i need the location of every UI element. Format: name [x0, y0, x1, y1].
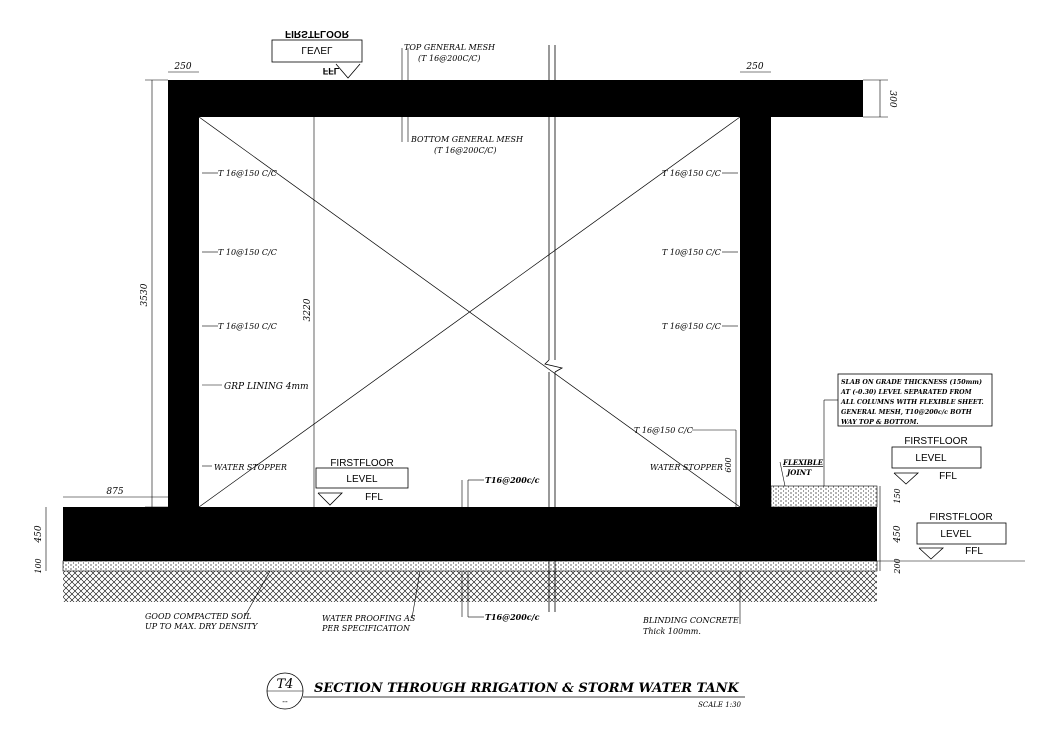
soil-label-2: UP TO MAX. DRY DENSITY	[145, 622, 258, 631]
blinding-label-2: Thick 100mm.	[643, 627, 701, 636]
right-lower-level-line1: FIRSTFLOOR	[929, 512, 992, 523]
right-rebar-4: T 16@150 C/C	[634, 426, 693, 435]
slab-on-grade	[770, 485, 878, 508]
slab-note-4: GENERAL MESH, T10@200c/c BOTH	[841, 409, 973, 416]
blinding-concrete-layer	[62, 560, 878, 572]
waterproof-label-1: WATER PROOFING AS	[322, 614, 416, 623]
base-slab	[63, 507, 877, 561]
slab-note-3: ALL COLUMNS WITH FLEXIBLE SHEET.	[840, 399, 984, 406]
compacted-soil-hatch	[63, 571, 877, 602]
leader-lines	[202, 48, 838, 624]
right-lower-level-line2: LEVEL	[940, 529, 972, 540]
dim-left-wall: 250	[173, 62, 191, 72]
water-stopper-left: WATER STOPPER	[214, 463, 287, 472]
right-upper-level-line2: LEVEL	[915, 453, 947, 464]
dim-slab-on-grade: 150	[893, 488, 902, 503]
break-line	[544, 45, 564, 612]
level-marker-right-upper	[891, 446, 982, 485]
base-rebar-bottom: T16@200c/c	[485, 612, 540, 622]
top-mesh-label: TOP GENERAL MESH	[404, 43, 496, 52]
water-stopper-right: WATER STOPPER	[650, 463, 723, 472]
right-upper-level-line3: FFL	[939, 471, 957, 482]
bottom-mesh-spec: (T 16@200C/C)	[434, 146, 497, 155]
waterproof-label-2: PER SPECIFICATION	[321, 624, 411, 633]
inside-level-line2: LEVEL	[346, 474, 378, 485]
void-diagonal-2	[198, 116, 741, 508]
inside-level-line1: FIRSTFLOOR	[330, 458, 393, 469]
right-rebar-1: T 16@150 C/C	[662, 169, 721, 178]
top-level-line3: FFL	[323, 66, 340, 76]
dim-right-base: 450	[893, 525, 903, 543]
top-level-line2: LEVEL	[301, 44, 333, 55]
left-rebar-1: T 16@150 C/C	[218, 169, 277, 178]
dim-blinding-left: 100	[34, 558, 43, 573]
slab-note-2: AT (-0.30) LEVEL SEPARATED FROM	[840, 389, 973, 396]
title-tag: T4	[277, 677, 294, 692]
left-rebar-2: T 10@150 C/C	[218, 248, 277, 257]
slab-note-5: WAY TOP & BOTTOM.	[841, 419, 919, 426]
top-mesh-spec: (T 16@200C/C)	[418, 54, 481, 63]
level-marker-right-lower	[916, 522, 1007, 560]
dim-stopper-height: 600	[724, 457, 733, 472]
soil-label-1: GOOD COMPACTED SOIL	[145, 612, 252, 621]
dim-right-wall: 250	[745, 62, 763, 72]
inside-level-line3: FFL	[365, 492, 383, 503]
flexible-joint-1: FLEXIBLE	[782, 458, 824, 467]
right-rebar-2: T 10@150 C/C	[662, 248, 721, 257]
blinding-label-1: BLINDING CONCRETE	[642, 616, 739, 625]
title-tag-sub: --	[282, 697, 288, 706]
left-rebar-3: T 16@150 C/C	[218, 322, 277, 331]
grp-lining-label: GRP LINING 4mm	[224, 382, 309, 392]
flexible-joint-2: JOINT	[785, 468, 812, 477]
right-upper-level-line1: FIRSTFLOOR	[904, 436, 967, 447]
title-scale: SCALE 1:30	[698, 701, 741, 709]
slab-note-box	[837, 373, 993, 427]
dim-base-projection: 875	[106, 487, 123, 497]
base-rebar-top: T16@200c/c	[485, 475, 540, 485]
title-text: SECTION THROUGH RRIGATION & STORM WATER …	[314, 681, 739, 696]
level-marker-top	[271, 39, 363, 79]
dim-internal-height: 3220	[303, 298, 313, 321]
left-wall	[168, 80, 199, 510]
right-wall	[740, 80, 771, 510]
title-block	[266, 672, 745, 710]
right-lower-level-line3: FFL	[965, 546, 983, 557]
dim-base-slab: 450	[34, 525, 44, 543]
slab-note-1: SLAB ON GRADE THICKNESS (150mm)	[841, 379, 982, 386]
right-rebar-3: T 16@150 C/C	[662, 322, 721, 331]
bottom-mesh-label: BOTTOM GENERAL MESH	[410, 135, 524, 144]
level-marker-inside	[315, 467, 409, 506]
top-level-line1: FIRSTFLOOR	[285, 28, 350, 39]
dim-overall-height: 3530	[140, 283, 150, 306]
dim-right-blinding: 200	[893, 558, 902, 574]
dimension-lines	[45, 71, 1025, 571]
dim-roof-slab: 300	[887, 90, 897, 107]
